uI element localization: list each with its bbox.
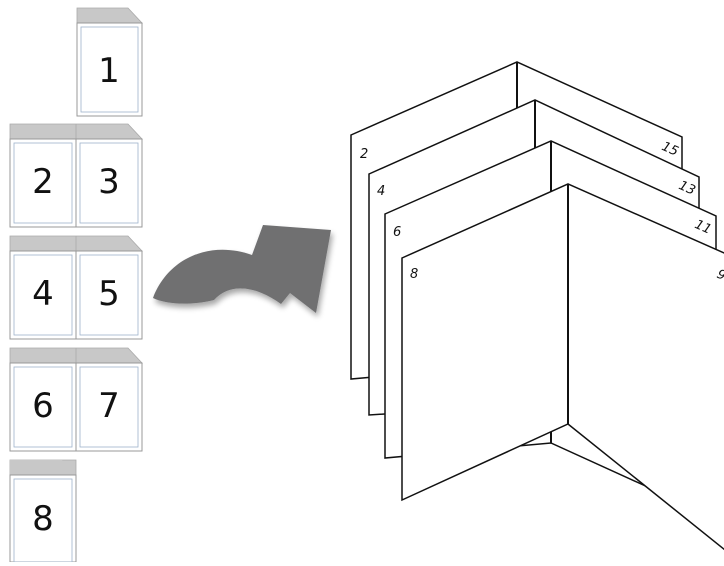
page-sheet [75, 250, 143, 340]
page-sheet [75, 362, 143, 452]
spread-thumb-2-3: 2 3 [9, 123, 143, 228]
sheet-left-number: 8 [410, 267, 418, 282]
page-margin [13, 366, 73, 448]
page-margin [79, 254, 139, 336]
spread-thumb-6-7: 6 7 [9, 347, 143, 452]
sheet-left-number: 6 [393, 225, 401, 240]
page-margin [13, 142, 73, 224]
page-sheet [9, 138, 77, 228]
sheet-right-number: 11 [692, 217, 713, 237]
page-sheet [9, 362, 77, 452]
page-margin [79, 142, 139, 224]
page-margin [13, 254, 73, 336]
page-sheet [9, 474, 77, 563]
sheet-right-number: 15 [659, 139, 680, 159]
curved-arrow-icon [153, 225, 331, 313]
folded-sheet: 8 9 [401, 183, 724, 551]
page-thumb-8: 8 [9, 459, 77, 563]
page-sheet [75, 138, 143, 228]
sheet-left-number: 2 [360, 147, 368, 162]
page-number: 2 [32, 162, 54, 202]
page-number: 7 [98, 386, 120, 426]
page-number: 3 [98, 162, 120, 202]
page-number: 1 [98, 51, 120, 91]
page-number: 4 [32, 274, 54, 314]
spread-thumb-4-5: 4 5 [9, 235, 143, 340]
page-margin [79, 366, 139, 448]
page-number: 5 [98, 274, 120, 314]
page-sheet [9, 250, 77, 340]
page-tab [76, 7, 143, 24]
page-sheet [76, 22, 143, 117]
page-margin [80, 26, 139, 113]
sheet-right-number: 13 [676, 178, 697, 198]
page-number: 8 [32, 499, 54, 539]
sheet-right-number: 9 [714, 267, 724, 284]
page-thumb-1: 1 [76, 7, 143, 117]
sheet-left-number: 4 [377, 184, 385, 199]
page-number: 6 [32, 386, 54, 426]
